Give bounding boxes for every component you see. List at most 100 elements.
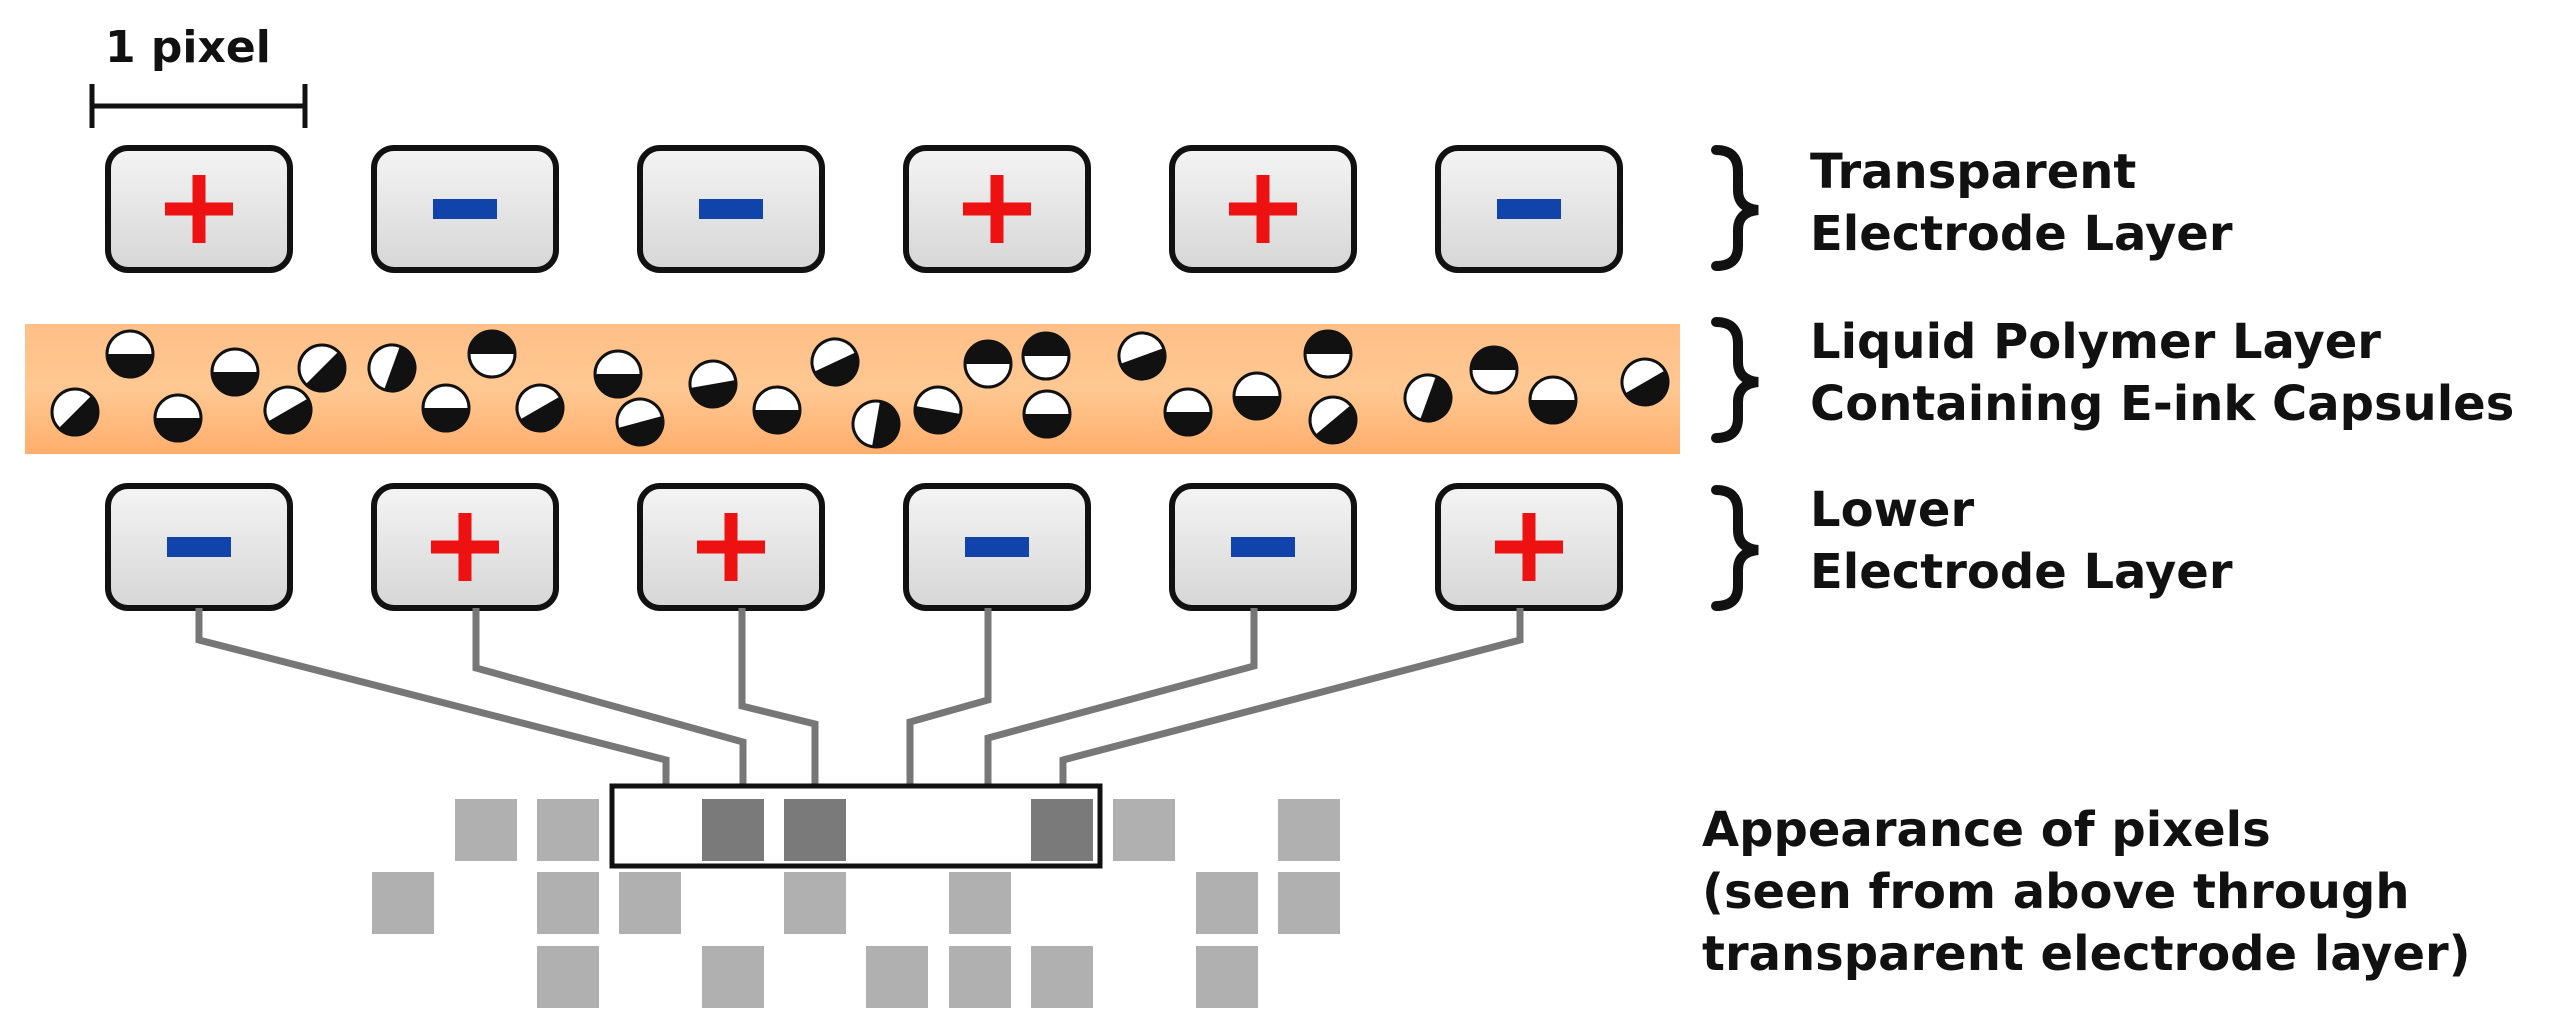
e-ink-capsules xyxy=(50,329,1670,449)
lower-electrode-layer xyxy=(105,483,1623,611)
bottom-electrode-5 xyxy=(1169,483,1357,611)
pixel-dark xyxy=(784,799,846,861)
plus-icon xyxy=(697,513,765,581)
label-liquid-line1: Liquid Polymer Layer xyxy=(1810,314,2381,370)
e-ink-capsule xyxy=(1308,395,1358,445)
wire-2 xyxy=(472,608,747,786)
pixel-light xyxy=(372,872,434,934)
e-ink-capsule xyxy=(263,385,313,435)
e-ink-capsule xyxy=(688,359,738,409)
minus-icon xyxy=(699,199,763,219)
label-lower-line1: Lower xyxy=(1810,482,1974,538)
pixel-light xyxy=(455,799,517,861)
highlight-row-box xyxy=(609,783,1103,869)
braces xyxy=(1711,145,1759,611)
minus-icon xyxy=(1231,537,1295,557)
label-liquid: Liquid Polymer Layer Containing E-ink Ca… xyxy=(1810,314,2514,432)
pixel-appearance-grid xyxy=(372,799,1340,1008)
brace-transparent xyxy=(1711,145,1759,271)
plus-icon xyxy=(431,513,499,581)
label-lower-line2: Electrode Layer xyxy=(1810,544,2233,600)
pixel-light xyxy=(1113,799,1175,861)
plus-icon xyxy=(1495,513,1563,581)
top-electrode-4 xyxy=(903,145,1091,273)
label-appearance-line3: transparent electrode layer) xyxy=(1702,926,2471,982)
minus-icon xyxy=(965,537,1029,557)
e-ink-capsule xyxy=(50,387,100,437)
e-ink-capsule xyxy=(210,347,260,397)
e-ink-capsule xyxy=(1620,357,1670,407)
minus-icon xyxy=(433,199,497,219)
label-appearance-line2: (seen from above through xyxy=(1702,864,2410,920)
pixel-light xyxy=(1196,872,1258,934)
bottom-electrode-3 xyxy=(637,483,825,611)
pixel-light xyxy=(949,946,1011,1008)
e-ink-capsule xyxy=(1469,345,1519,395)
e-ink-capsule xyxy=(615,397,665,447)
minus-icon xyxy=(1497,199,1561,219)
pixel-light xyxy=(702,946,764,1008)
pixel-light xyxy=(537,799,599,861)
transparent-electrode-layer xyxy=(105,145,1623,273)
minus-icon xyxy=(167,537,231,557)
label-transparent-line1: Transparent xyxy=(1810,144,2136,200)
pixel-light xyxy=(949,872,1011,934)
e-ink-capsule xyxy=(297,343,347,393)
e-ink-capsule xyxy=(752,385,802,435)
e-ink-capsule xyxy=(367,343,417,393)
top-electrode-2 xyxy=(371,145,559,273)
wire-4 xyxy=(906,608,992,786)
wire-1 xyxy=(195,608,670,786)
pixel-light xyxy=(1031,946,1093,1008)
e-ink-capsule xyxy=(1163,387,1213,437)
label-appearance-line1: Appearance of pixels xyxy=(1702,802,2271,858)
scale-label: 1 pixel xyxy=(105,22,271,73)
label-transparent: Transparent Electrode Layer xyxy=(1810,144,2233,262)
e-ink-capsule xyxy=(913,385,963,435)
e-ink-capsule xyxy=(1117,331,1167,381)
e-ink-capsule xyxy=(851,399,901,449)
e-ink-capsule xyxy=(593,349,643,399)
e-ink-capsule xyxy=(963,339,1013,389)
brace-liquid xyxy=(1711,317,1759,443)
e-ink-capsule xyxy=(1021,331,1071,381)
top-electrode-6 xyxy=(1435,145,1623,273)
e-ink-capsule xyxy=(467,329,517,379)
bottom-electrode-4 xyxy=(903,483,1091,611)
wire-5 xyxy=(984,608,1258,786)
pixel-dark xyxy=(1031,799,1093,861)
pixel-light xyxy=(537,872,599,934)
pixel-light xyxy=(784,872,846,934)
pixel-dark xyxy=(702,799,764,861)
top-electrode-1 xyxy=(105,145,293,273)
plus-icon xyxy=(165,175,233,243)
e-ink-capsule xyxy=(153,393,203,443)
e-ink-capsule xyxy=(1403,373,1453,423)
wires xyxy=(195,608,1524,786)
label-transparent-line2: Electrode Layer xyxy=(1810,206,2233,262)
e-ink-capsule xyxy=(1232,371,1282,421)
pixel-light xyxy=(866,946,928,1008)
bottom-electrode-6 xyxy=(1435,483,1623,611)
pixel-light xyxy=(1278,799,1340,861)
e-ink-capsule xyxy=(1303,329,1353,379)
pixel-light xyxy=(1196,946,1258,1008)
pixel-light xyxy=(537,946,599,1008)
scale-bar: 1 pixel xyxy=(89,22,308,128)
wire-6 xyxy=(1059,608,1524,786)
bottom-electrode-1 xyxy=(105,483,293,611)
top-electrode-3 xyxy=(637,145,825,273)
brace-lower xyxy=(1711,485,1759,611)
e-ink-capsule xyxy=(515,383,565,433)
top-electrode-5 xyxy=(1169,145,1357,273)
e-ink-capsule xyxy=(1528,375,1578,425)
e-ink-capsule xyxy=(105,329,155,379)
e-ink-capsule xyxy=(421,383,471,433)
label-appearance: Appearance of pixels (seen from above th… xyxy=(1702,802,2471,982)
pixel-light xyxy=(1278,872,1340,934)
wire-3 xyxy=(738,608,819,786)
bottom-electrode-2 xyxy=(371,483,559,611)
pixel-light xyxy=(619,872,681,934)
label-liquid-line2: Containing E-ink Capsules xyxy=(1810,376,2514,432)
